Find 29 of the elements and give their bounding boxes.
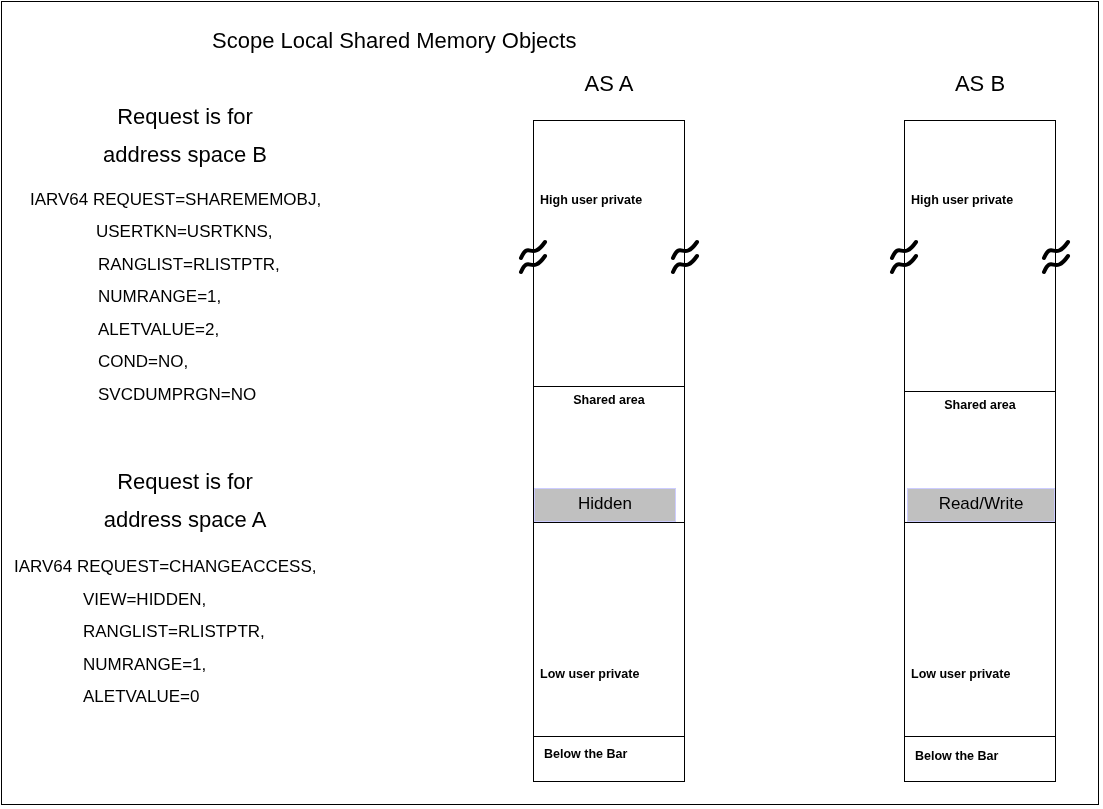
code-line: NUMRANGE=1, [98,287,222,307]
request-heading: Request is for address space B [102,103,268,169]
region-label: Low user private [911,667,1011,681]
diagram-title: Scope Local Shared Memory Objects [212,28,577,54]
code-line: RANGLIST=RLISTPTR, [98,255,280,275]
code-line: IARV64 REQUEST=CHANGEACCESS, [14,557,317,577]
region-label: High user private [540,193,643,207]
code-line: ALETVALUE=2, [98,320,220,340]
memory-region [905,391,1055,522]
request-heading: Request is for address space A [102,468,268,534]
column-heading: AS B [953,71,1007,97]
region-label: Shared area [943,398,1017,412]
code-line: RANGLIST=RLISTPTR, [83,622,265,642]
memory-region [534,386,684,522]
access-bar: Read/Write [907,488,1055,522]
region-label: Below the Bar [915,749,999,763]
region-label: Low user private [540,667,640,681]
code-line: NUMRANGE=1, [83,655,207,675]
code-line: SVCDUMPRGN=NO [98,385,257,405]
code-line: ALETVALUE=0 [83,687,200,707]
region-label: Below the Bar [544,747,628,761]
code-line: COND=NO, [98,352,189,372]
code-line: VIEW=HIDDEN, [83,590,207,610]
access-bar: Hidden [534,488,676,522]
column-heading: AS A [583,71,635,97]
code-line: IARV64 REQUEST=SHAREMEMOBJ, [30,190,322,210]
region-label: Shared area [572,393,646,407]
region-label: High user private [911,193,1014,207]
code-line: USERTKN=USRTKNS, [96,222,273,242]
